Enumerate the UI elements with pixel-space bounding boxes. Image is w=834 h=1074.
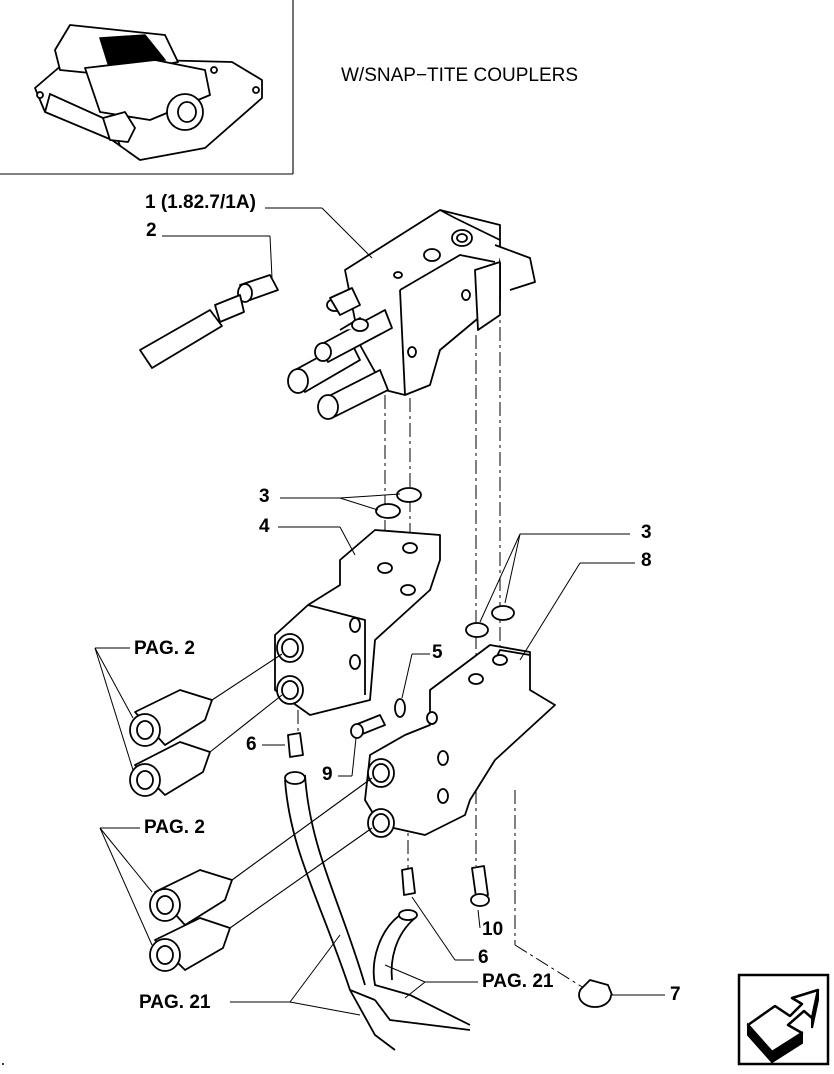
page-reference-pag2-lower: PAG. 2 [144, 817, 205, 838]
page-reference-pag21-right: PAG. 21 [482, 971, 554, 992]
callout-item-8: 8 [641, 550, 652, 571]
o-ring-seals [375, 487, 515, 718]
coupler-manifold-lower [364, 644, 556, 838]
leader-lines [94, 207, 665, 1016]
pipe-union-fitting [139, 274, 279, 369]
thumbnail-frame [0, 0, 294, 175]
quick-couplers-lower [149, 777, 373, 972]
page-reference-pag2-upper: PAG. 2 [134, 638, 195, 659]
callout-item-10: 10 [482, 919, 503, 940]
callout-item-6-lower: 6 [478, 947, 489, 968]
mounting-bolts [350, 714, 490, 907]
page-reference-pag21-left: PAG. 21 [139, 992, 211, 1013]
callout-item-7: 7 [670, 984, 681, 1005]
callout-item-4: 4 [259, 516, 270, 537]
coupler-manifold-upper [274, 529, 441, 716]
callout-item-3-upper: 3 [259, 486, 270, 507]
callout-item-9: 9 [322, 764, 333, 785]
callout-item-2: 2 [146, 220, 157, 241]
quick-couplers-upper [129, 653, 283, 797]
dust-cap [578, 979, 613, 1008]
callout-item-5: 5 [432, 642, 443, 663]
lift-cover-thumbnail-icon [34, 24, 263, 161]
next-page-arrow-icon[interactable] [737, 973, 830, 1066]
diagram-title: W/SNAP−TITE COUPLERS [341, 65, 578, 86]
callout-item-3-lower: 3 [641, 522, 652, 543]
control-valve-assembly [287, 209, 536, 420]
callout-item-1: 1 (1.82.7/1A) [145, 192, 256, 213]
callout-item-6-upper: 6 [246, 734, 257, 755]
callout-labels: 1 (1.82.7/1A) 2 3 4 3 8 5 6 9 10 6 7 PAG… [134, 192, 681, 1013]
drain-pipes [284, 732, 471, 1051]
